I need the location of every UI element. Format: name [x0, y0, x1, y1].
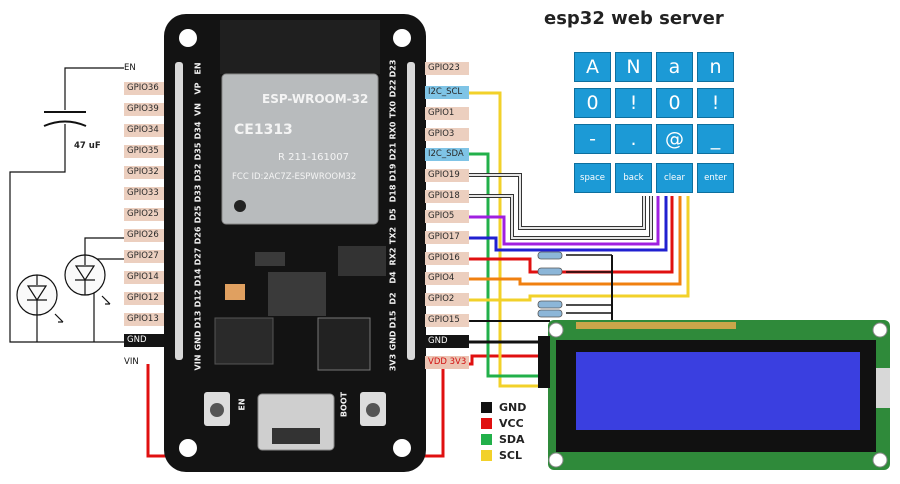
pin-label-gpio36: GPIO36: [124, 82, 164, 95]
boot-button-label: BOOT: [339, 391, 349, 418]
legend-label-vcc: VCC: [499, 416, 524, 430]
pin-label-gpio17: GPIO17: [425, 231, 469, 244]
legend-label-sda: SDA: [499, 432, 525, 446]
key-A[interactable]: A: [574, 52, 611, 82]
key-0-left[interactable]: 0: [574, 88, 611, 118]
chip-ce: CE1313: [234, 122, 293, 138]
pin-label-i2c-scl: I2C_SCL: [425, 86, 469, 99]
pin-label-i2c-sda: I2C_SDA: [425, 148, 469, 161]
legend-swatch-gnd: [481, 401, 492, 413]
esp32-board: [164, 14, 426, 472]
pin-label-gpio25: GPIO25: [124, 208, 164, 221]
chip-model: ESP-WROOM-32: [262, 92, 369, 106]
key-a[interactable]: a: [656, 52, 693, 82]
pin-label-gpio18: GPIO18: [425, 190, 469, 203]
pin-label-gpio15: GPIO15: [425, 314, 469, 327]
legend-swatch-scl: [481, 449, 492, 461]
pin-label-gpio23: GPIO23: [425, 62, 469, 75]
back-button[interactable]: back: [615, 163, 652, 193]
capacitor-circuit: [9, 67, 124, 343]
pin-label-gpio14: GPIO14: [124, 271, 164, 284]
pin-label-vdd-3v3: VDD 3V3: [425, 356, 469, 369]
pin-label-gnd-left: GND: [124, 334, 164, 347]
key-exclaim-left[interactable]: !: [615, 88, 652, 118]
pin-label-gpio19: GPIO19: [425, 169, 469, 182]
capacitor-label: 47 uF: [74, 141, 101, 151]
legend-scl: SCL: [481, 448, 522, 462]
legend-vcc: VCC: [481, 416, 524, 430]
signal-wires: [469, 91, 690, 388]
pin-label-en: EN: [124, 63, 136, 73]
key-dash[interactable]: -: [574, 124, 611, 154]
key-underscore[interactable]: _: [697, 124, 734, 154]
en-button-label: EN: [237, 398, 247, 411]
pin-label-gpio26: GPIO26: [124, 229, 164, 242]
pin-label-gpio33: GPIO33: [124, 187, 164, 200]
pin-label-gpio5: GPIO5: [425, 210, 469, 223]
chip-fcc: FCC ID:2AC7Z-ESPWROOM32: [232, 172, 357, 182]
legend-sda: SDA: [481, 432, 525, 446]
pin-label-gpio34: GPIO34: [124, 124, 164, 137]
legend-label-scl: SCL: [499, 448, 523, 462]
pin-label-gpio32: GPIO32: [124, 166, 164, 179]
legend-label-gnd: GND: [499, 400, 527, 414]
web-server-title: esp32 web server: [544, 8, 724, 29]
key-dot[interactable]: .: [615, 124, 652, 154]
pin-label-gpio16: GPIO16: [425, 252, 469, 265]
pin-label-gpio27: GPIO27: [124, 250, 164, 263]
legend-swatch-sda: [481, 433, 492, 445]
pin-label-gpio35: GPIO35: [124, 145, 164, 158]
key-N[interactable]: N: [615, 52, 652, 82]
pin-label-gpio13: GPIO13: [124, 313, 164, 326]
board-pin-left-vin: VIN: [193, 354, 203, 371]
pin-label-vin: VIN: [124, 357, 139, 367]
chip-r: R 211-161007: [278, 152, 349, 163]
resistors: [537, 251, 563, 318]
pin-label-gpio39: GPIO39: [124, 103, 164, 116]
key-0-right[interactable]: 0: [656, 88, 693, 118]
enter-button[interactable]: enter: [697, 163, 734, 193]
key-n[interactable]: n: [697, 52, 734, 82]
pin-label-gpio1: GPIO1: [425, 107, 469, 120]
pin-label-gpio3: GPIO3: [425, 128, 469, 141]
board-pin-right-3v3: 3V3: [388, 353, 398, 372]
space-button[interactable]: space: [574, 163, 611, 193]
legend-swatch-vcc: [481, 417, 492, 429]
pin-label-gpio4: GPIO4: [425, 272, 469, 285]
pin-label-gpio12: GPIO12: [124, 292, 164, 305]
led-circuit: [16, 237, 124, 342]
pin-label-gpio2: GPIO2: [425, 293, 469, 306]
legend-gnd: GND: [481, 400, 526, 414]
key-exclaim-right[interactable]: !: [697, 88, 734, 118]
key-at[interactable]: @: [656, 124, 693, 154]
lcd-module: [538, 320, 890, 470]
clear-button[interactable]: clear: [656, 163, 693, 193]
pin-label-gnd-right: GND: [425, 335, 469, 348]
